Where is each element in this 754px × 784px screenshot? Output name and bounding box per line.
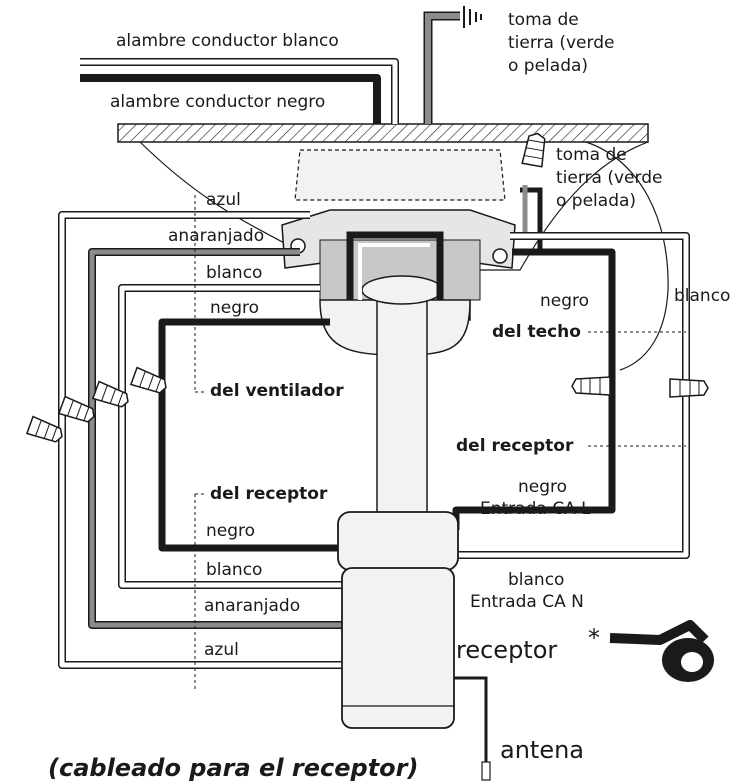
antenna-wire-icon bbox=[454, 676, 488, 776]
label-ground-top-2: tierra (verde bbox=[508, 33, 615, 53]
label-receiver: receptor bbox=[456, 636, 558, 664]
label-blanco-ac-2: Entrada CA N bbox=[470, 592, 584, 612]
label-rx-blue: azul bbox=[204, 640, 239, 660]
label-rx-orange: anaranjado bbox=[204, 596, 301, 616]
label-ground-mid-3: o pelada) bbox=[556, 191, 637, 211]
wire-nut-icon bbox=[571, 376, 611, 396]
ground-wire-top bbox=[423, 11, 460, 124]
wire-nut-icon bbox=[129, 366, 167, 394]
wire-nut-icon bbox=[91, 380, 129, 408]
label-ground-top-3: o pelada) bbox=[508, 56, 589, 76]
label-ceiling-black: alambre conductor negro bbox=[110, 92, 326, 112]
label-blanco-ac-1: blanco bbox=[508, 570, 565, 590]
label-negro-ac-1: negro bbox=[518, 477, 568, 497]
label-ground-mid-2: tierra (verde bbox=[556, 168, 663, 188]
wire-nut-icon bbox=[669, 378, 709, 398]
label-ceiling-negro: negro bbox=[540, 291, 590, 311]
label-from-receiver-left: del receptor bbox=[210, 484, 328, 504]
label-from-fan: del ventilador bbox=[210, 381, 344, 401]
label-right-blanco: blanco bbox=[674, 286, 731, 306]
label-fan-orange: anaranjado bbox=[168, 226, 265, 246]
label-ceiling-white: alambre conductor blanco bbox=[116, 31, 339, 51]
label-rx-white: blanco bbox=[206, 560, 263, 580]
diagram-caption: (cableado para el receptor) bbox=[48, 754, 419, 782]
label-fan-blue: azul bbox=[206, 190, 241, 210]
downrod bbox=[376, 284, 428, 521]
wire-nut-icon bbox=[521, 132, 546, 168]
wire-nut-icon bbox=[57, 395, 95, 423]
receiver-unit bbox=[337, 511, 459, 729]
ground-symbol-icon bbox=[463, 6, 482, 28]
fan-wire-black bbox=[158, 318, 342, 552]
label-from-receiver-right: del receptor bbox=[456, 436, 574, 456]
label-ground-mid-1: toma de bbox=[556, 145, 627, 165]
ceiling-black-wire bbox=[80, 74, 381, 124]
label-asterisk: * bbox=[588, 624, 600, 652]
mounting-housing bbox=[294, 149, 506, 201]
electrical-tape-icon bbox=[609, 620, 714, 682]
label-antenna: antena bbox=[500, 736, 585, 764]
label-negro-ac-2: Entrada CA L bbox=[480, 499, 591, 519]
ceiling-slab bbox=[117, 123, 649, 143]
label-rx-black: negro bbox=[206, 521, 256, 541]
label-fan-white: blanco bbox=[206, 263, 263, 283]
fan-shroud bbox=[585, 141, 669, 371]
label-from-ceiling: del techo bbox=[492, 322, 581, 342]
wire-nut-icon bbox=[25, 415, 63, 443]
label-ground-top-1: toma de bbox=[508, 10, 579, 30]
label-fan-black: negro bbox=[210, 298, 260, 318]
